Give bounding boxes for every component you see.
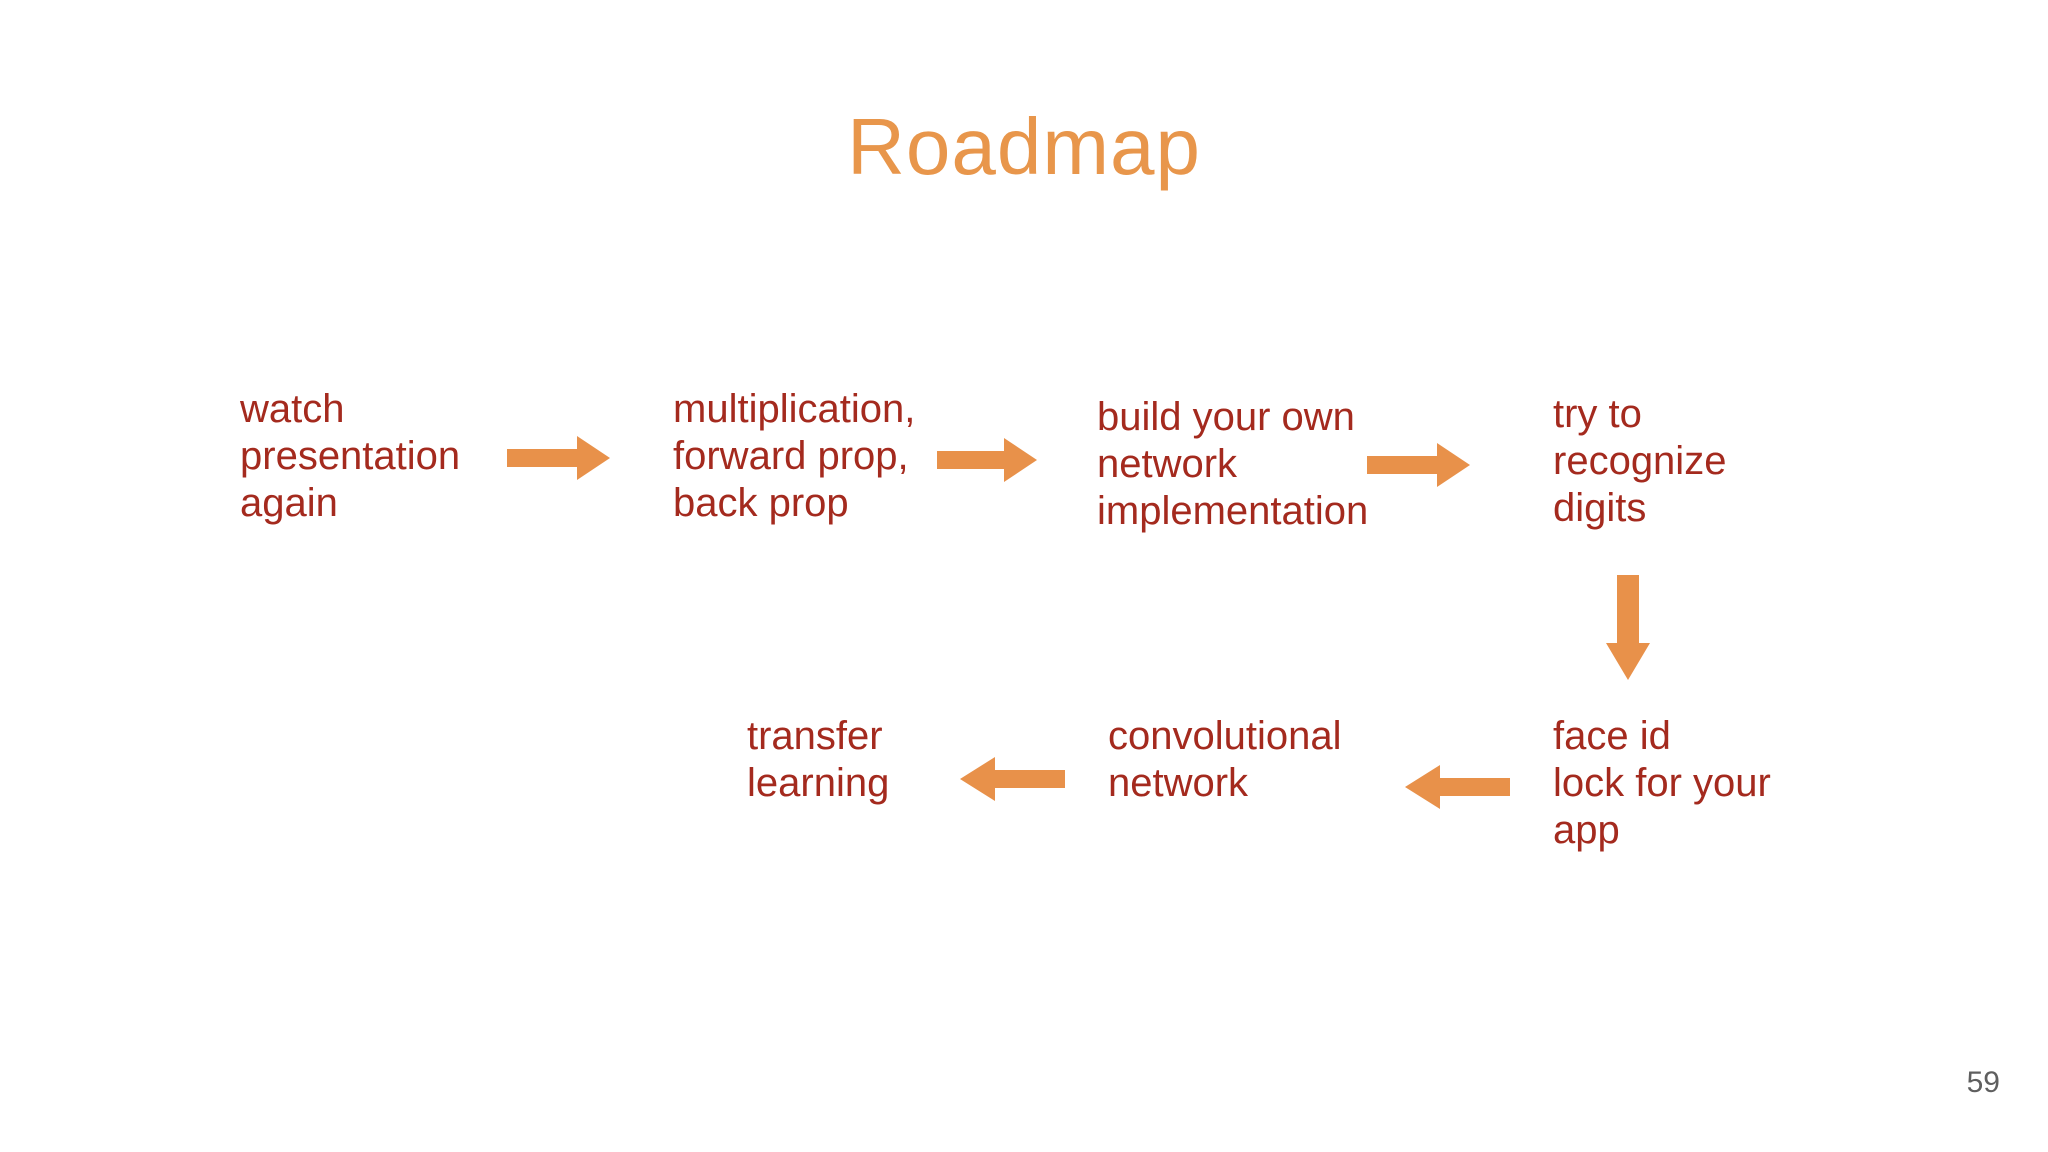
step-line: transfer xyxy=(747,714,883,758)
step-build-network-implementation: build your own network implementation xyxy=(1097,394,1368,535)
step-line: presentation xyxy=(240,434,461,478)
step-recognize-digits: try to recognize digits xyxy=(1553,391,1726,532)
step-watch-presentation: watch presentation again xyxy=(240,386,460,527)
step-line: network xyxy=(1097,442,1238,486)
step-multiplication-forward-back-prop: multiplication, forward prop, back prop xyxy=(673,386,915,527)
page-number: 59 xyxy=(1966,1066,2000,1099)
step-line: forward prop, xyxy=(673,434,909,478)
arrow-right-icon xyxy=(937,438,1037,482)
step-line: lock for your xyxy=(1553,761,1771,805)
step-line: face id xyxy=(1553,714,1671,758)
step-line: multiplication, xyxy=(673,387,916,431)
step-line: watch xyxy=(240,387,345,431)
arrow-left-icon xyxy=(1405,765,1510,809)
step-line: convolutional xyxy=(1108,714,1342,758)
slide-title: Roadmap xyxy=(847,102,1201,191)
step-convolutional-network: convolutional network xyxy=(1108,713,1342,807)
step-face-id-lock: face id lock for your app xyxy=(1553,713,1771,854)
step-line: again xyxy=(240,481,338,525)
arrow-down-icon xyxy=(1606,575,1650,680)
step-line: digits xyxy=(1553,486,1647,530)
step-line: back prop xyxy=(673,481,849,525)
step-line: app xyxy=(1553,808,1620,852)
step-line: implementation xyxy=(1097,489,1369,533)
arrow-right-icon xyxy=(507,436,610,480)
step-transfer-learning: transfer learning xyxy=(747,713,889,807)
step-line: recognize xyxy=(1553,439,1727,483)
step-line: build your own xyxy=(1097,395,1355,439)
step-line: network xyxy=(1108,761,1249,805)
arrow-right-icon xyxy=(1367,443,1470,487)
step-line: try to xyxy=(1553,392,1642,436)
arrow-left-icon xyxy=(960,757,1065,801)
step-line: learning xyxy=(747,761,890,805)
